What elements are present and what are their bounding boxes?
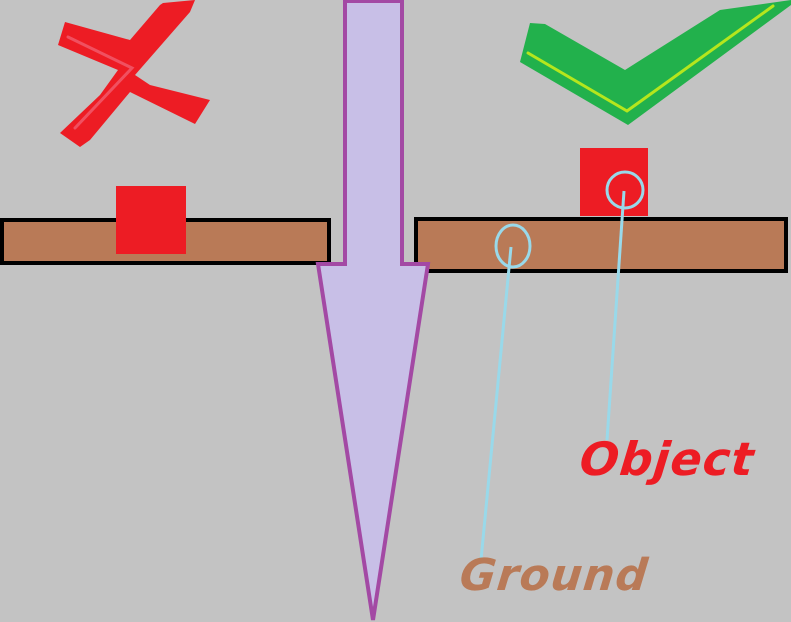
object-label: Object [577, 432, 758, 486]
right-ground [414, 217, 788, 273]
ground-label: Ground [457, 550, 651, 601]
down-arrow [315, 0, 431, 621]
ground-callout [479, 223, 532, 561]
checkmark-icon [520, 0, 791, 125]
left-object [116, 186, 186, 254]
right-scene [414, 148, 788, 273]
cross-icon [58, 0, 210, 147]
left-scene [0, 186, 331, 265]
object-callout [605, 170, 645, 441]
